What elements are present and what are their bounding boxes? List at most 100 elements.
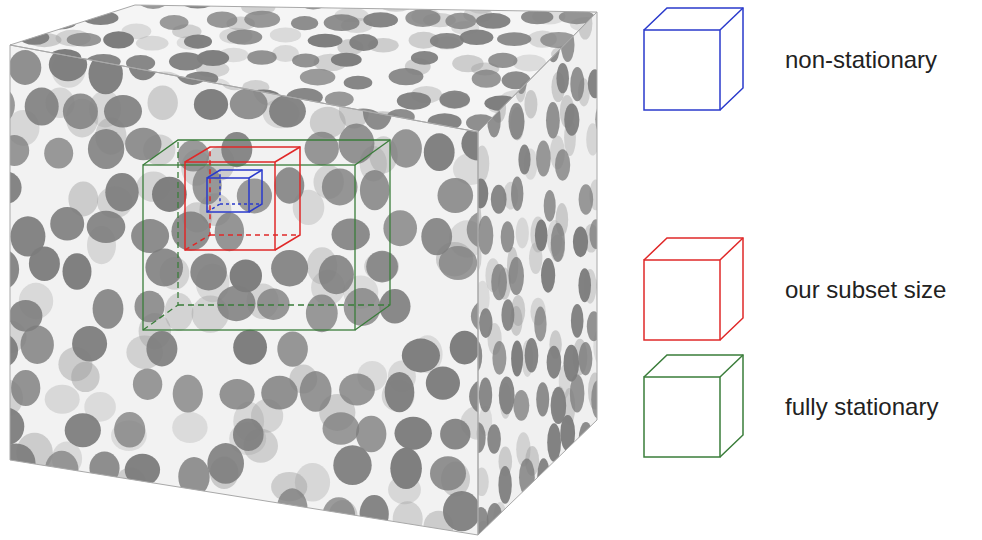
legend-label: non-stationary (785, 46, 937, 74)
sphere-section (0, 112, 22, 127)
sphere-section (87, 211, 126, 243)
sphere-section (5, 16, 38, 30)
sphere-section (517, 36, 532, 72)
sphere-section (227, 29, 262, 44)
sphere-section (579, 422, 594, 459)
sphere-section (445, 13, 476, 30)
sphere-section (570, 67, 584, 101)
sphere-section (131, 219, 169, 253)
sphere-section (319, 255, 354, 294)
sphere-section (464, 64, 478, 101)
sphere-section (360, 495, 389, 533)
sphere-section (65, 413, 101, 447)
sphere-section (502, 0, 516, 9)
sphere-section (411, 51, 438, 65)
sphere-section (61, 0, 96, 10)
sphere-section (179, 0, 216, 9)
sphere-section (536, 141, 551, 177)
sphere-section (513, 390, 529, 421)
sphere-section (526, 499, 539, 536)
sphere-section (331, 53, 362, 67)
sphere-section (534, 307, 546, 342)
sphere-section (339, 124, 375, 164)
sphere-section (104, 95, 142, 127)
sphere-section (25, 88, 59, 126)
sphere-section (460, 30, 494, 45)
green-subvolume-cube (143, 140, 390, 330)
sphere-section (305, 132, 339, 166)
sphere-section (160, 15, 189, 30)
legend-label: our subset size (785, 276, 946, 304)
sphere-section (562, 504, 577, 540)
sphere-section (478, 61, 493, 96)
sphere-section (478, 216, 494, 255)
sphere-section (0, 33, 11, 49)
sphere-section (256, 0, 292, 4)
legend-entry: non-stationary (643, 6, 937, 114)
sphere-section (438, 178, 474, 213)
sphere-section (600, 186, 612, 220)
sphere-section (514, 0, 529, 8)
sphere-section (257, 289, 290, 320)
sphere-section (270, 27, 301, 42)
sphere-section (233, 418, 264, 451)
sphere-section (603, 34, 616, 70)
sphere-section (105, 173, 138, 212)
sphere-section (595, 115, 624, 132)
cube-outline (644, 355, 743, 457)
sphere-section (543, 496, 557, 535)
sphere-section (502, 70, 515, 101)
sphere-section (194, 89, 228, 120)
sphere-section (390, 129, 422, 168)
sphere-section (254, 111, 285, 127)
sphere-section (474, 468, 488, 497)
sphere-section (151, 501, 184, 533)
legend-entry: fully stationary (643, 353, 938, 461)
sphere-section (507, 26, 523, 57)
sphere-section (402, 339, 440, 373)
sphere-section (63, 253, 92, 290)
sphere-section (178, 457, 209, 497)
sphere-section (230, 88, 268, 119)
sphere-section (525, 338, 539, 372)
sphere-section (511, 341, 523, 377)
sphere-section (463, 0, 475, 24)
sphere-section (300, 69, 336, 86)
sphere-section (588, 21, 622, 35)
sphere-section (207, 443, 244, 484)
sphere-section (45, 451, 78, 488)
sphere-section (424, 133, 455, 171)
sphere-section (564, 104, 579, 136)
sphere-section (197, 50, 229, 66)
sphere-section (103, 31, 134, 48)
sphere-section (547, 346, 562, 379)
sphere-section (92, 109, 123, 122)
sphere-section (114, 412, 145, 448)
sphere-section (177, 117, 214, 131)
cube-face-right (478, 12, 597, 535)
sphere-section (476, 13, 511, 29)
sphere-section (172, 412, 207, 443)
sphere-section (570, 374, 585, 412)
cube-outline (644, 260, 720, 340)
sphere-section (491, 264, 507, 300)
sphere-section (20, 494, 52, 531)
sphere-section (608, 100, 635, 113)
sphere-section (588, 69, 602, 98)
sphere-section (492, 16, 506, 53)
sphere-section (261, 376, 298, 410)
sphere-section (306, 294, 338, 332)
sphere-section (207, 11, 237, 28)
sphere-section (0, 332, 18, 368)
sphere-section (462, 144, 475, 176)
sphere-section (7, 91, 34, 106)
sphere-section (451, 495, 465, 533)
sphere-section (587, 311, 601, 341)
sphere-section (599, 339, 612, 375)
sphere-section (383, 210, 417, 246)
sphere-section (578, 268, 591, 302)
sphere-section (0, 172, 22, 204)
sphere-section (439, 91, 470, 109)
sphere-section (349, 34, 378, 51)
sphere-section (71, 362, 99, 392)
